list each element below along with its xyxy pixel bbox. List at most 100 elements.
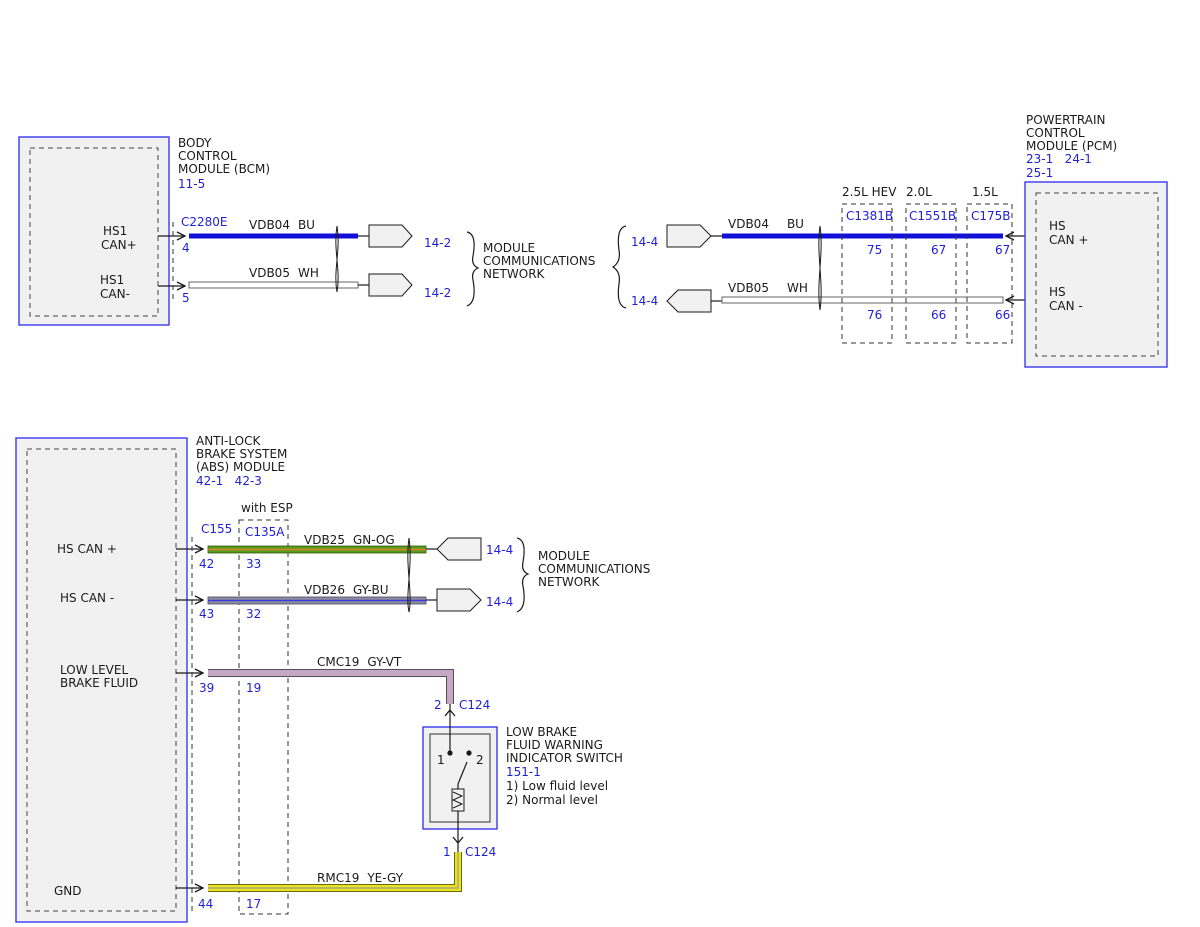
pcm-hs-label: HS: [1049, 219, 1066, 233]
pcm-module-inner: [1035, 192, 1159, 357]
abs-minus-offpage-connector: [436, 588, 482, 612]
esp-pin-33: 33: [246, 557, 261, 571]
network-top-line2: COMMUNICATIONS: [483, 254, 595, 268]
bcm-ref: 11-5: [178, 177, 205, 191]
bcm-module: BODY CONTROL MODULE (BCM) 11-5 HS1 CAN+ …: [18, 136, 451, 326]
network-bottom-line2: COMMUNICATIONS: [538, 562, 650, 576]
network-bottom-line1: MODULE: [538, 549, 590, 563]
variant-connector-box-c1381b: [841, 203, 893, 344]
abs-name-line3: (ABS) MODULE: [196, 460, 285, 474]
bcm-minus-ref: 14-2: [424, 286, 451, 300]
esp-connector-id: C135A: [245, 525, 285, 539]
switch-bottom-arrow: [452, 836, 464, 845]
abs-pin-44: 44: [198, 897, 213, 911]
abs-module-inner: [26, 448, 177, 912]
abs-brake-fluid-label: BRAKE FLUID: [60, 676, 138, 690]
bcm-hs1-label-2: HS1: [100, 273, 124, 287]
abs-hs-can-minus-label: HS CAN -: [60, 591, 114, 605]
bcm-connector-id: C2280E: [181, 215, 228, 229]
network-bracket-left: [466, 231, 480, 307]
switch-blade: [457, 761, 468, 785]
bcm-pin-4: 4: [182, 241, 190, 255]
esp-connector-box: [238, 519, 289, 915]
switch-top-arrow: [444, 708, 456, 717]
bcm-hs1-label: HS1: [103, 224, 127, 238]
brake-fluid-switch: 2 C124 1 2 1 C124 LOW BRAKE FLUID WARNIN…: [422, 698, 623, 859]
wire-cmc19: [208, 670, 453, 704]
abs-connector-id: C155: [201, 522, 232, 536]
bcm-can-minus-label: CAN-: [100, 287, 130, 301]
abs-hs-can-plus-label: HS CAN +: [57, 542, 117, 556]
pcm-name-line3: MODULE (PCM): [1026, 139, 1117, 153]
bcm-pin-5: 5: [182, 291, 190, 305]
bcm-plus-ref: 14-2: [424, 236, 451, 250]
variant-engine-2-0l: 2.0L: [906, 185, 932, 199]
abs-name-line2: BRAKE SYSTEM: [196, 447, 287, 461]
switch-name-line3: INDICATOR SWITCH: [506, 751, 623, 765]
variant-connector-box-c175b: [966, 203, 1013, 344]
variant-c175b-pin-plus: 67: [995, 243, 1010, 257]
bcm-name-line1: BODY: [178, 136, 212, 150]
pcm-name-line2: CONTROL: [1026, 126, 1085, 140]
switch-top-pin: 2: [434, 698, 442, 712]
variant-engine-2-5l-hev: 2.5L HEV: [842, 185, 897, 199]
abs-minus-ref: 14-4: [486, 595, 513, 609]
abs-gnd-label: GND: [54, 884, 82, 898]
esp-pin-32: 32: [246, 607, 261, 621]
wire-cmc19-outline: [208, 669, 454, 704]
abs-module: ANTI-LOCK BRAKE SYSTEM (ABS) MODULE 42-1…: [15, 434, 513, 923]
bcm-plus-offpage-connector: [368, 224, 413, 248]
network-top-line1: MODULE: [483, 241, 535, 255]
pcm-twist-symbol: [818, 225, 822, 311]
network-bracket-bottom: [516, 537, 530, 613]
variant-c1381b-pin-plus: 75: [867, 243, 882, 257]
variant-c1551b-pin-plus: 67: [931, 243, 946, 257]
bcm-name-line2: CONTROL: [178, 149, 237, 163]
variant-c1551b-pin-minus: 66: [931, 308, 946, 322]
network-top-line3: NETWORK: [483, 267, 546, 281]
bcm-can-plus-label: CAN+: [101, 238, 137, 252]
esp-pin-19: 19: [246, 681, 261, 695]
network-bracket-right: [611, 225, 627, 309]
pcm-hs-label-2: HS: [1049, 285, 1066, 299]
bcm-twist-symbol: [335, 225, 339, 293]
wire-rmc19-tracer: [208, 852, 459, 889]
switch-contact-2-label: 2: [476, 753, 484, 767]
abs-name-line1: ANTI-LOCK: [196, 434, 261, 448]
pcm-can-minus-label: CAN -: [1049, 299, 1083, 313]
wire-vdb05-bcm: [188, 281, 359, 289]
switch-bottom-connector: C124: [465, 845, 496, 859]
abs-plus-offpage-connector: [436, 537, 482, 561]
switch-name-line1: LOW BRAKE: [506, 725, 577, 739]
variant-connector-c1551b: C1551B: [909, 209, 956, 223]
switch-ref: 151-1: [506, 765, 541, 779]
switch-note-1: 1) Low fluid level: [506, 779, 608, 793]
variant-engine-1-5l: 1.5L: [972, 185, 998, 199]
pcm-name-line1: POWERTRAIN: [1026, 113, 1106, 127]
switch-contact-1-label: 1: [437, 753, 445, 767]
abs-low-level-label: LOW LEVEL: [60, 663, 128, 677]
switch-contact-1: [447, 750, 453, 756]
esp-label: with ESP: [241, 501, 293, 515]
switch-note-2: 2) Normal level: [506, 793, 598, 807]
abs-pin-39: 39: [199, 681, 214, 695]
switch-top-connector: C124: [459, 698, 490, 712]
bcm-minus-offpage-connector: [368, 273, 413, 297]
esp-pin-17: 17: [246, 897, 261, 911]
switch-contact-2: [466, 750, 472, 756]
variant-c1381b-pin-minus: 76: [867, 308, 882, 322]
abs-twist-symbol: [407, 537, 411, 613]
network-bottom-line3: NETWORK: [538, 575, 601, 589]
pcm-refs-line1: 23-1 24-1: [1026, 152, 1092, 166]
bcm-name-line3: MODULE (BCM): [178, 162, 270, 176]
variant-connector-box-c1551b: [905, 203, 957, 344]
abs-pin-43: 43: [199, 607, 214, 621]
